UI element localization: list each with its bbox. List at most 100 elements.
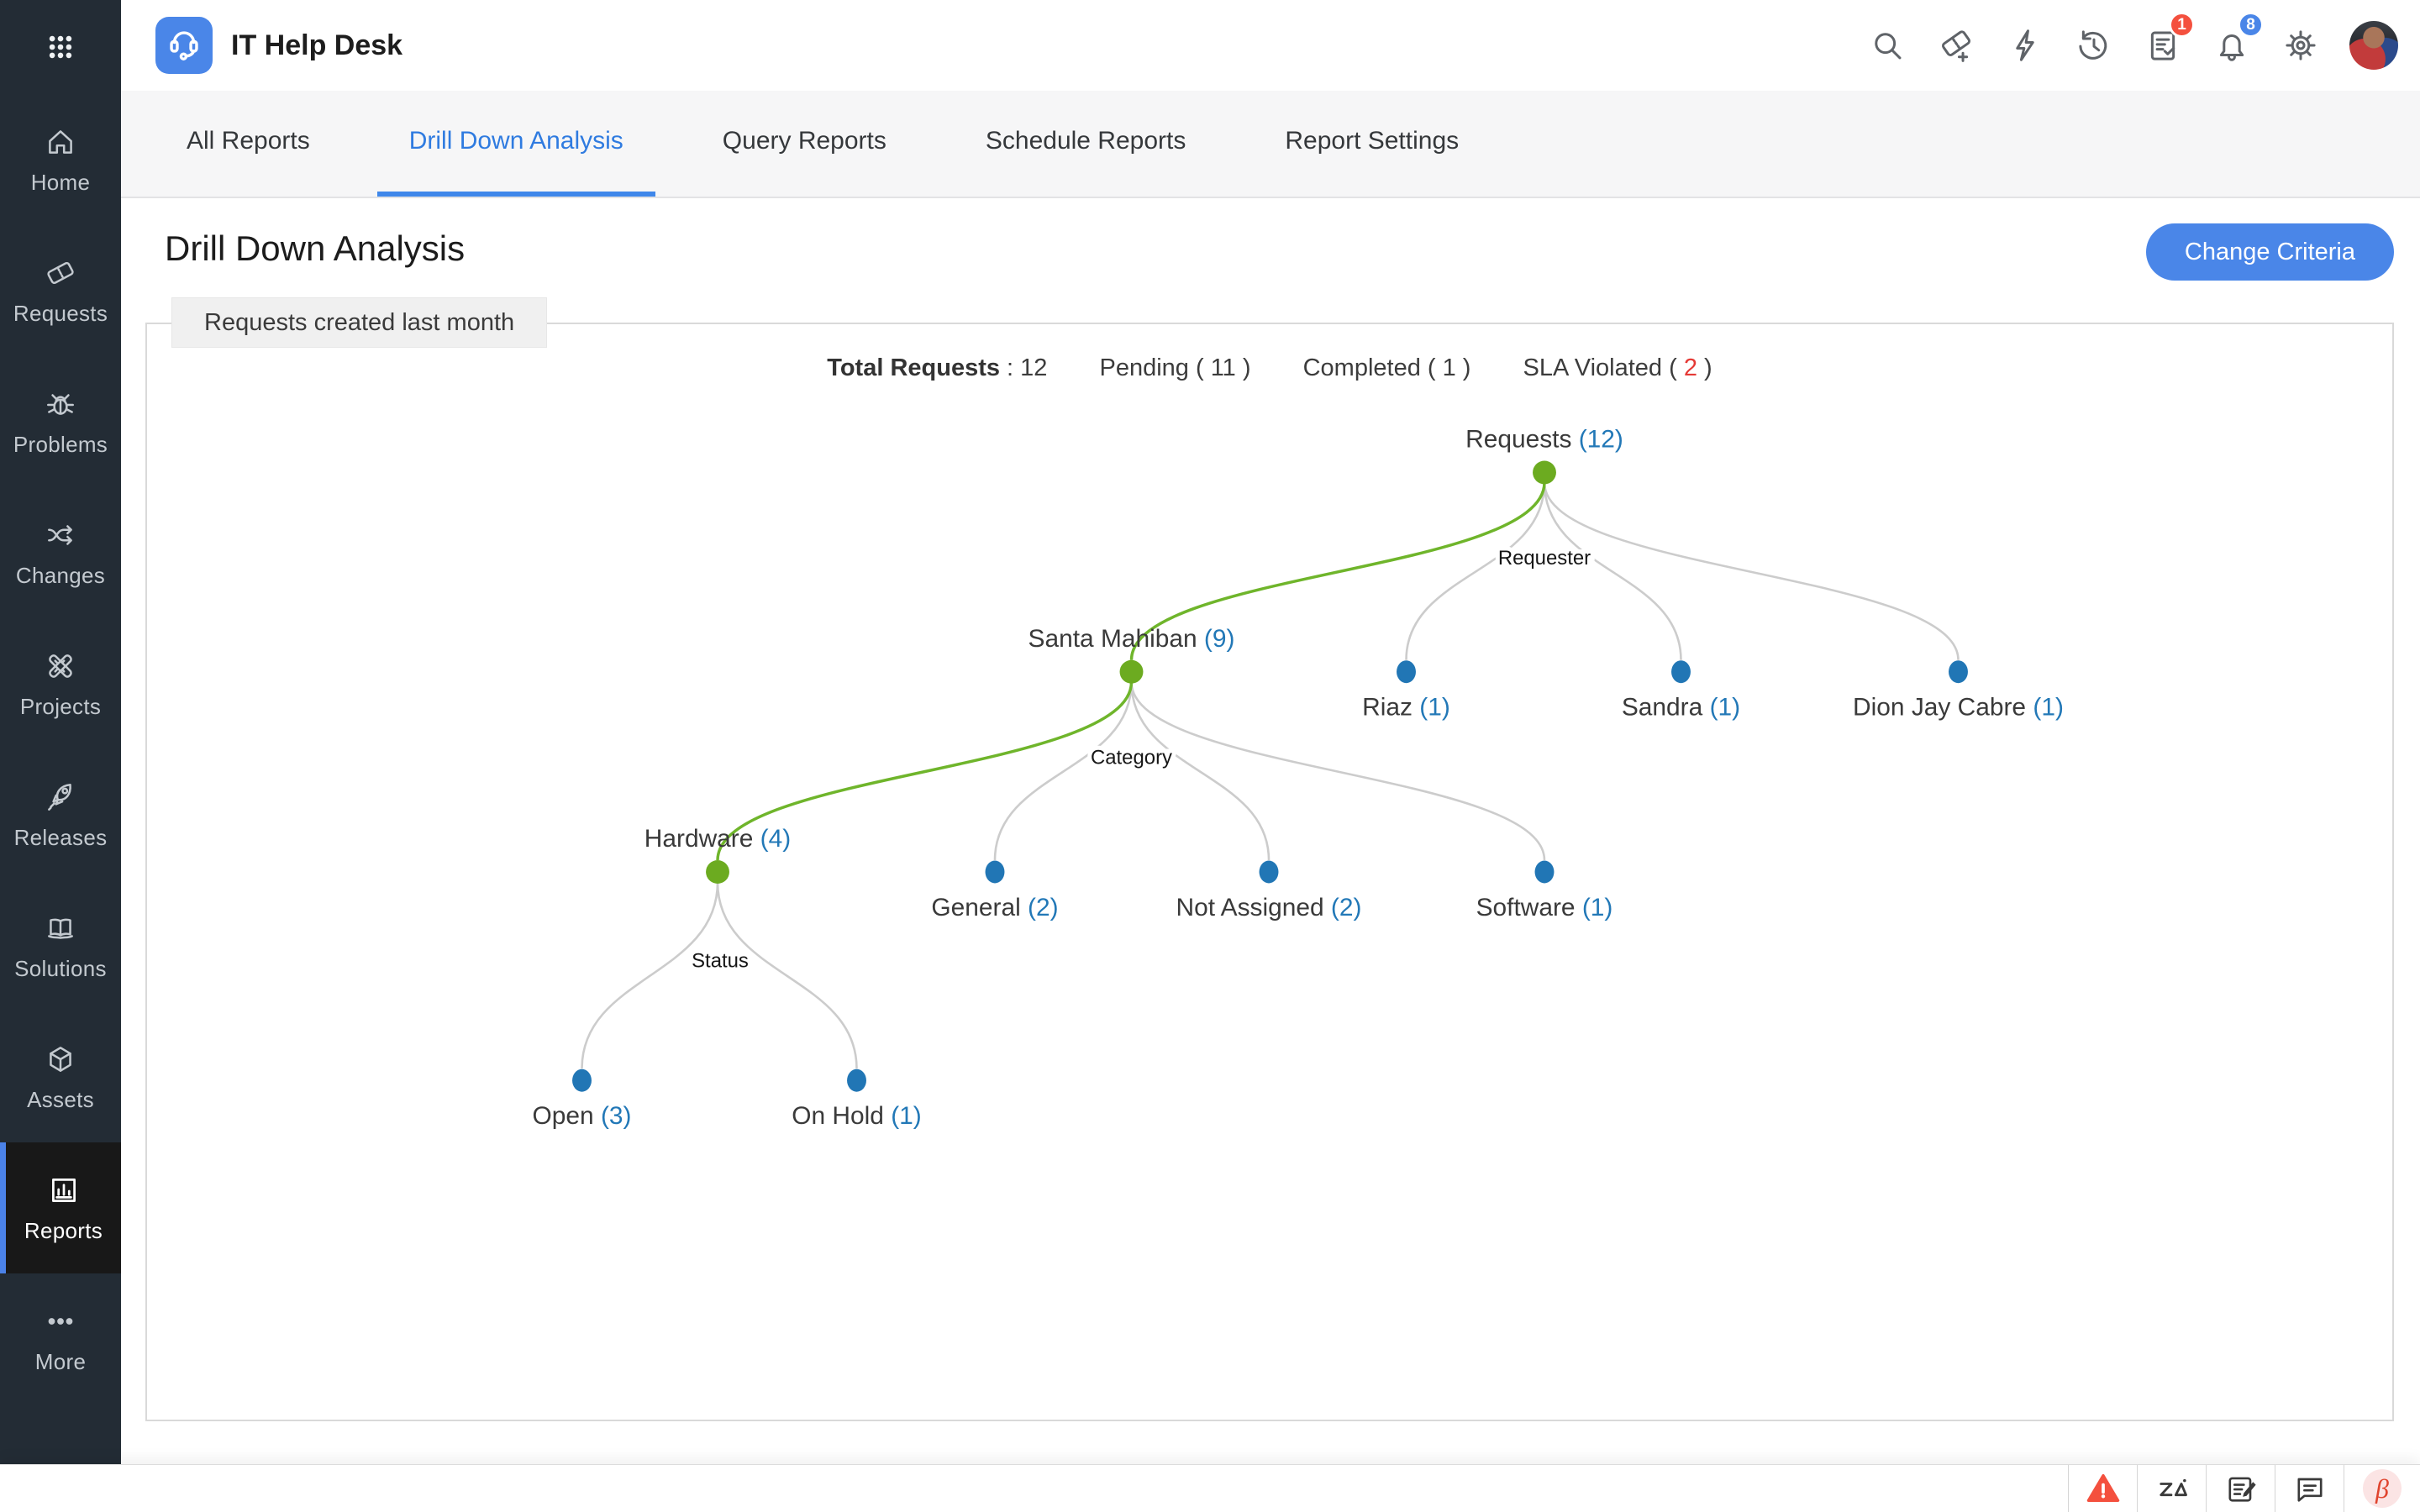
- sidebar-item-requests[interactable]: Requests: [0, 225, 121, 356]
- summary-total-sep: :: [1000, 354, 1021, 381]
- tree-node-onhold[interactable]: [847, 1068, 866, 1092]
- sidebar-item-label: Releases: [13, 824, 108, 850]
- summary-line: Total Requests : 12 Pending ( 11 ) Compl…: [147, 354, 2392, 382]
- notifications-button[interactable]: 8: [2212, 12, 2264, 66]
- tree-link: [1543, 482, 1960, 660]
- bug-icon: [47, 393, 74, 415]
- tree-link: [993, 681, 1133, 861]
- sidebar-item-label: Reports: [24, 1217, 103, 1243]
- change-criteria-button[interactable]: Change Criteria: [2145, 223, 2394, 281]
- tree-node-label-dion[interactable]: Dion Jay Cabre (1): [1853, 694, 2064, 722]
- tree-node-label-notassigned[interactable]: Not Assigned (2): [1176, 894, 1362, 921]
- tree-node-sandra[interactable]: [1671, 660, 1691, 684]
- user-avatar[interactable]: [2349, 21, 2398, 70]
- summary-pending: Pending ( 11 ): [1099, 354, 1251, 381]
- tab-drill-down-analysis[interactable]: Drill Down Analysis: [376, 91, 655, 197]
- tree-link: [1130, 681, 1270, 861]
- tree-edge-label: Requester: [1498, 547, 1591, 570]
- tab-schedule-reports[interactable]: Schedule Reports: [985, 127, 1186, 155]
- rocket-icon: [48, 783, 71, 811]
- tree-node-label-hardware[interactable]: Hardware (4): [644, 825, 791, 853]
- tree-link: [1543, 482, 1682, 660]
- sidebar-item-projects[interactable]: Projects: [0, 618, 121, 749]
- ellipsis-icon: [48, 1317, 73, 1325]
- history-button[interactable]: [2074, 25, 2114, 66]
- search-button[interactable]: [1867, 25, 1907, 66]
- tree-node-notassigned[interactable]: [1259, 860, 1279, 884]
- tree-node-open[interactable]: [572, 1068, 592, 1092]
- tree-node-label-software[interactable]: Software (1): [1476, 894, 1613, 921]
- tree-node-label-sandra[interactable]: Sandra (1): [1622, 694, 1740, 722]
- tree-link: [1405, 482, 1546, 660]
- sidebar-item-solutions[interactable]: Solutions: [0, 880, 121, 1011]
- history-icon: [2079, 30, 2107, 60]
- new-request-button[interactable]: [1936, 25, 1976, 66]
- sidebar-item-label: Problems: [13, 431, 108, 457]
- tree-link: [1130, 681, 1546, 861]
- summary-completed: Completed ( 1 ): [1302, 354, 1471, 381]
- summary-sla-prefix: SLA Violated (: [1523, 354, 1684, 381]
- reports-tabbar: All Reports Drill Down Analysis Query Re…: [121, 91, 2420, 198]
- tree-edge-label: Status: [692, 950, 749, 973]
- shuffle-icon: [48, 524, 72, 545]
- search-icon: [1875, 33, 1902, 60]
- tab-query-reports[interactable]: Query Reports: [722, 127, 886, 155]
- tree-node-label-onhold[interactable]: On Hold (1): [792, 1102, 922, 1130]
- summary-sla-value: 2: [1683, 354, 1697, 381]
- tree-node-santa[interactable]: [1119, 659, 1144, 684]
- sidebar-item-more[interactable]: More: [0, 1273, 121, 1404]
- beta-button[interactable]: β: [2344, 1465, 2420, 1512]
- summary-sla-suffix: ): [1697, 354, 1712, 381]
- settings-button[interactable]: [2281, 25, 2321, 66]
- sidebar-item-reports[interactable]: Reports: [0, 1142, 121, 1273]
- tree-node-dion[interactable]: [1949, 660, 1968, 684]
- sidebar-item-changes[interactable]: Changes: [0, 487, 121, 618]
- chat-button[interactable]: [2275, 1465, 2344, 1512]
- sidebar-item-home[interactable]: Home: [0, 94, 121, 225]
- quick-actions-button[interactable]: [2005, 25, 2045, 66]
- app-logo: [155, 17, 213, 74]
- tree-node-label-riaz[interactable]: Riaz (1): [1362, 694, 1450, 722]
- summary-total-value: 12: [1020, 354, 1048, 381]
- sidebar-nav: Home Requests Problems: [0, 94, 121, 1404]
- notifications-badge: 8: [2238, 12, 2264, 38]
- sidebar-item-releases[interactable]: Releases: [0, 749, 121, 880]
- tab-report-settings[interactable]: Report Settings: [1285, 127, 1460, 155]
- bottom-toolbar: β: [0, 1464, 2420, 1512]
- approvals-badge: 1: [2169, 12, 2195, 38]
- sidebar: Home Requests Problems: [0, 0, 121, 1464]
- tab-all-reports[interactable]: All Reports: [187, 127, 310, 155]
- home-icon: [49, 129, 72, 154]
- ticket-icon: [47, 261, 74, 284]
- notes-button[interactable]: [2206, 1465, 2275, 1512]
- tree-node-label-requests[interactable]: Requests (12): [1465, 426, 1623, 454]
- zia-button[interactable]: [2137, 1465, 2206, 1512]
- sidebar-item-label: Solutions: [14, 955, 107, 981]
- lightning-icon: [2016, 29, 2034, 61]
- summary-total: Total Requests : 12: [827, 354, 1047, 381]
- sidebar-item-label: Assets: [27, 1086, 94, 1112]
- approvals-icon: [2150, 31, 2175, 60]
- summary-total-label: Total Requests: [827, 354, 1000, 381]
- sidebar-item-assets[interactable]: Assets: [0, 1011, 121, 1142]
- tree-node-hardware[interactable]: [706, 860, 729, 884]
- sidebar-item-label: Projects: [19, 693, 102, 719]
- cube-icon: [50, 1046, 71, 1072]
- page-title: Drill Down Analysis: [165, 228, 466, 268]
- edit-note-icon: [2228, 1477, 2256, 1502]
- app-grid-button[interactable]: [0, 0, 121, 94]
- tree-node-label-open[interactable]: Open (3): [533, 1102, 632, 1130]
- tree-node-general[interactable]: [985, 860, 1005, 884]
- tree-node-label-santa[interactable]: Santa Mahiban (9): [1028, 625, 1235, 653]
- tree-node-software[interactable]: [1534, 860, 1555, 884]
- tree-node-requests[interactable]: [1533, 460, 1556, 485]
- sidebar-item-problems[interactable]: Problems: [0, 356, 121, 487]
- crossed-tools-icon: [49, 654, 72, 678]
- tree-node-riaz[interactable]: [1397, 660, 1416, 684]
- tree-node-label-general[interactable]: General (2): [931, 894, 1058, 921]
- alerts-button[interactable]: [2068, 1465, 2137, 1512]
- approvals-button[interactable]: 1: [2143, 12, 2195, 66]
- gear-icon: [2286, 30, 2316, 60]
- beta-icon: β: [2363, 1469, 2402, 1508]
